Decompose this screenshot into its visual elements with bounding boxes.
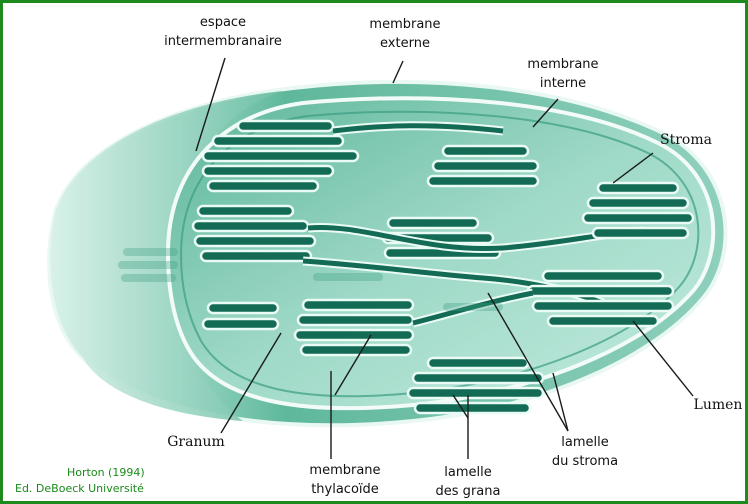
- chloroplast-diagram: [3, 3, 745, 501]
- label-membrane-externe: membrane externe: [355, 15, 455, 53]
- label-lamelle-des-grana: lamelle des grana: [423, 463, 513, 501]
- label-espace-intermembranaire: espace intermembranaire: [153, 13, 293, 51]
- label-stroma: Stroma: [651, 131, 721, 150]
- label-lamelle-du-stroma: lamelle du stroma: [540, 433, 630, 471]
- label-membrane-interne: membrane interne: [513, 55, 613, 93]
- label-membrane-thylacoide: membrane thylacoïde: [295, 461, 395, 499]
- label-lumen: Lumen: [693, 396, 743, 415]
- source-credit: Horton (1994) Ed. DeBoeck Université: [15, 465, 145, 497]
- label-granum: Granum: [161, 433, 231, 452]
